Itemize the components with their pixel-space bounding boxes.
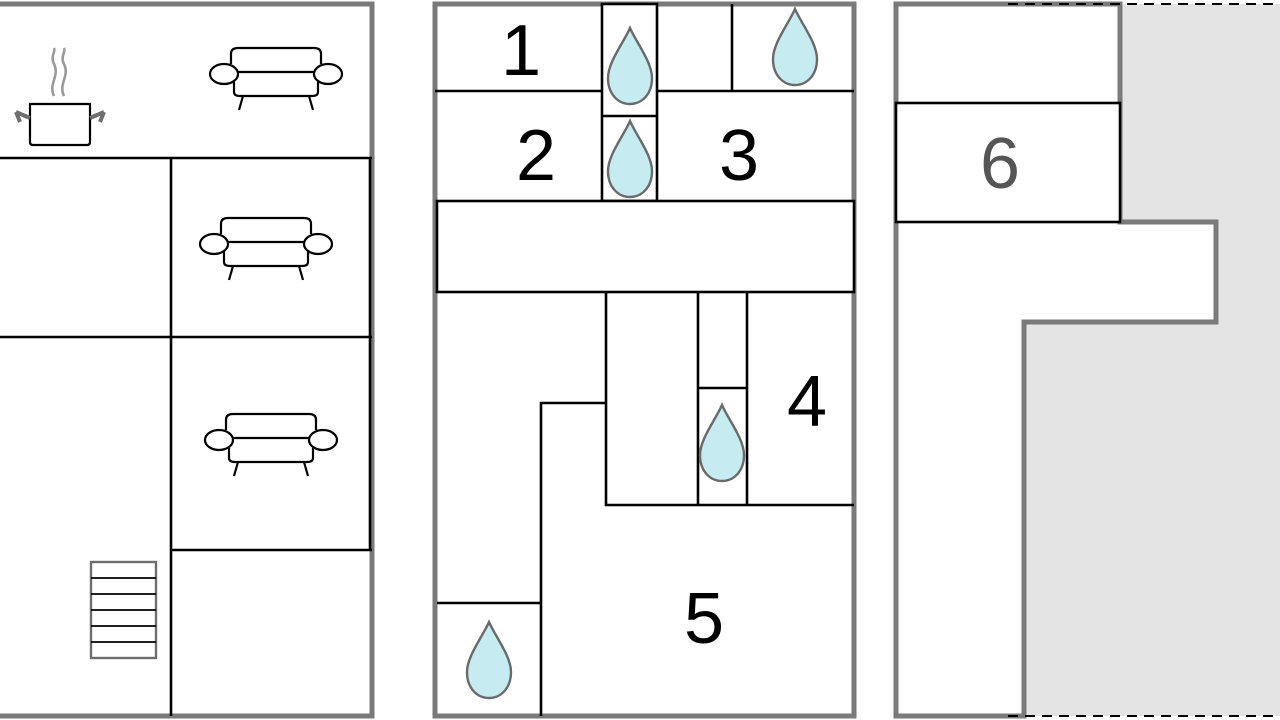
room-number-5: 5 [684, 579, 724, 659]
outside-area [1024, 4, 1280, 716]
room-number-2: 2 [516, 116, 556, 196]
sofa-icon [208, 46, 344, 112]
middle-wall [539, 401, 606, 716]
room-number-6: 6 [980, 124, 1020, 204]
cooking-pot-icon [14, 47, 106, 147]
left-floor [0, 1, 375, 719]
water-drop-icon [465, 620, 513, 700]
left-floor-outer-wall [0, 1, 375, 719]
right-floor: 6 [893, 1, 1280, 719]
room-number-4: 4 [787, 362, 827, 442]
sofa-icon [198, 216, 334, 282]
sofa-icon [203, 412, 339, 478]
stairs-icon [89, 560, 158, 660]
room-number-1: 1 [501, 11, 541, 91]
room-6 [894, 101, 1122, 224]
middle-floor: 1 2 3 4 5 [432, 1, 857, 719]
water-drop-icon [698, 403, 746, 483]
room-number-3: 3 [719, 116, 759, 196]
middle-wall [604, 292, 854, 507]
water-drop-icon [771, 7, 819, 87]
corridor [435, 199, 856, 294]
